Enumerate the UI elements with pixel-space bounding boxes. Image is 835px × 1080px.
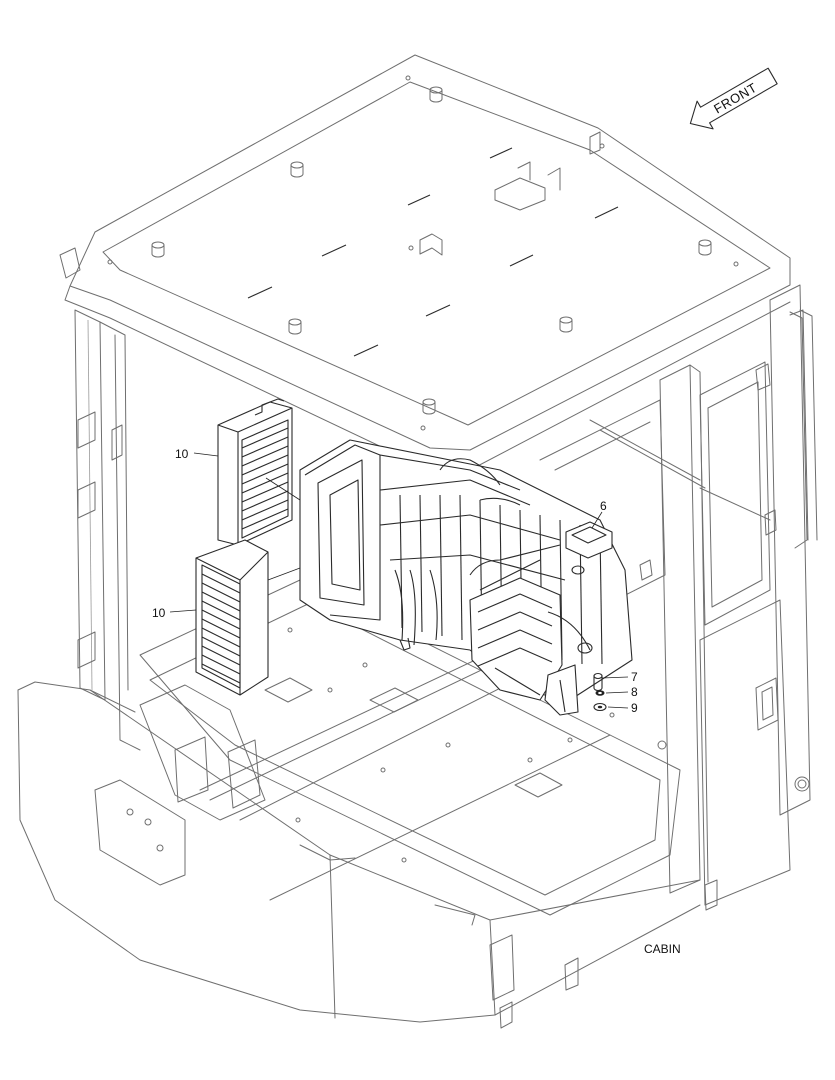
callout-bolt: 7 — [631, 670, 638, 684]
callout-washer: 8 — [631, 685, 638, 699]
diagram-caption: CABIN — [644, 942, 681, 956]
roof-bosses — [151, 86, 712, 415]
fasteners — [593, 672, 607, 712]
leader-lines — [169, 452, 629, 709]
callout-labels: 10 10 6 7 8 9 — [152, 447, 638, 715]
cabin-roof — [64, 54, 791, 471]
callout-filter-upper: 10 — [175, 447, 189, 461]
filter-pleats-upper — [241, 427, 289, 530]
front-direction-arrow: FRONT — [689, 67, 778, 130]
hvac-unit — [299, 439, 633, 716]
callout-filter-lower: 10 — [152, 606, 166, 620]
cabin-filter-lower — [195, 539, 269, 696]
cabin-filter-upper — [217, 398, 293, 546]
roof-panel-marks — [247, 147, 619, 357]
filter-pleats-lower — [201, 573, 241, 684]
flat-washer — [593, 702, 607, 712]
roof-bracket — [107, 75, 739, 431]
callout-spacer: 9 — [631, 701, 638, 715]
lock-washer — [595, 690, 605, 696]
cabin-frame — [17, 131, 818, 1029]
callout-duct: 6 — [600, 499, 607, 513]
